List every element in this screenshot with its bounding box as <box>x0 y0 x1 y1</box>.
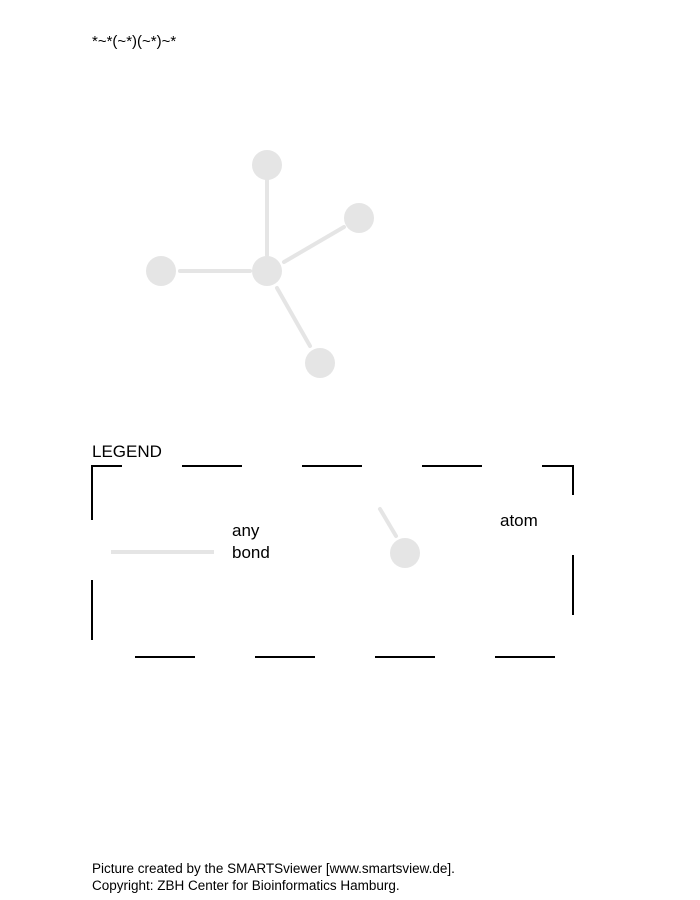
legend-atom-sample <box>390 538 420 568</box>
atom-upper-right <box>344 203 374 233</box>
footer-copyright: Copyright: ZBH Center for Bioinformatics… <box>92 878 400 893</box>
legend-atom-label: atom <box>500 511 538 530</box>
legend-atom-bond-stub <box>378 507 398 538</box>
legend-border <box>91 465 574 658</box>
smarts-pattern-title: *~*(~*)(~*)~* <box>92 33 177 50</box>
bond-center-lower-right <box>275 286 312 348</box>
footer-credit: Picture created by the SMARTSviewer [www… <box>92 861 455 876</box>
molecule-bonds <box>178 178 346 348</box>
footer: Picture created by the SMARTSviewer [www… <box>92 860 455 894</box>
atom-center <box>252 256 282 286</box>
legend-bond-label: any bond <box>232 520 270 564</box>
atom-lower-right <box>305 348 335 378</box>
molecule-atoms <box>146 150 374 378</box>
legend-bond-label-line2: bond <box>232 543 270 562</box>
atom-top <box>252 150 282 180</box>
bond-center-upper-right <box>282 225 346 264</box>
legend-bond-label-line1: any <box>232 521 260 540</box>
atom-left <box>146 256 176 286</box>
legend-title: LEGEND <box>92 442 162 461</box>
